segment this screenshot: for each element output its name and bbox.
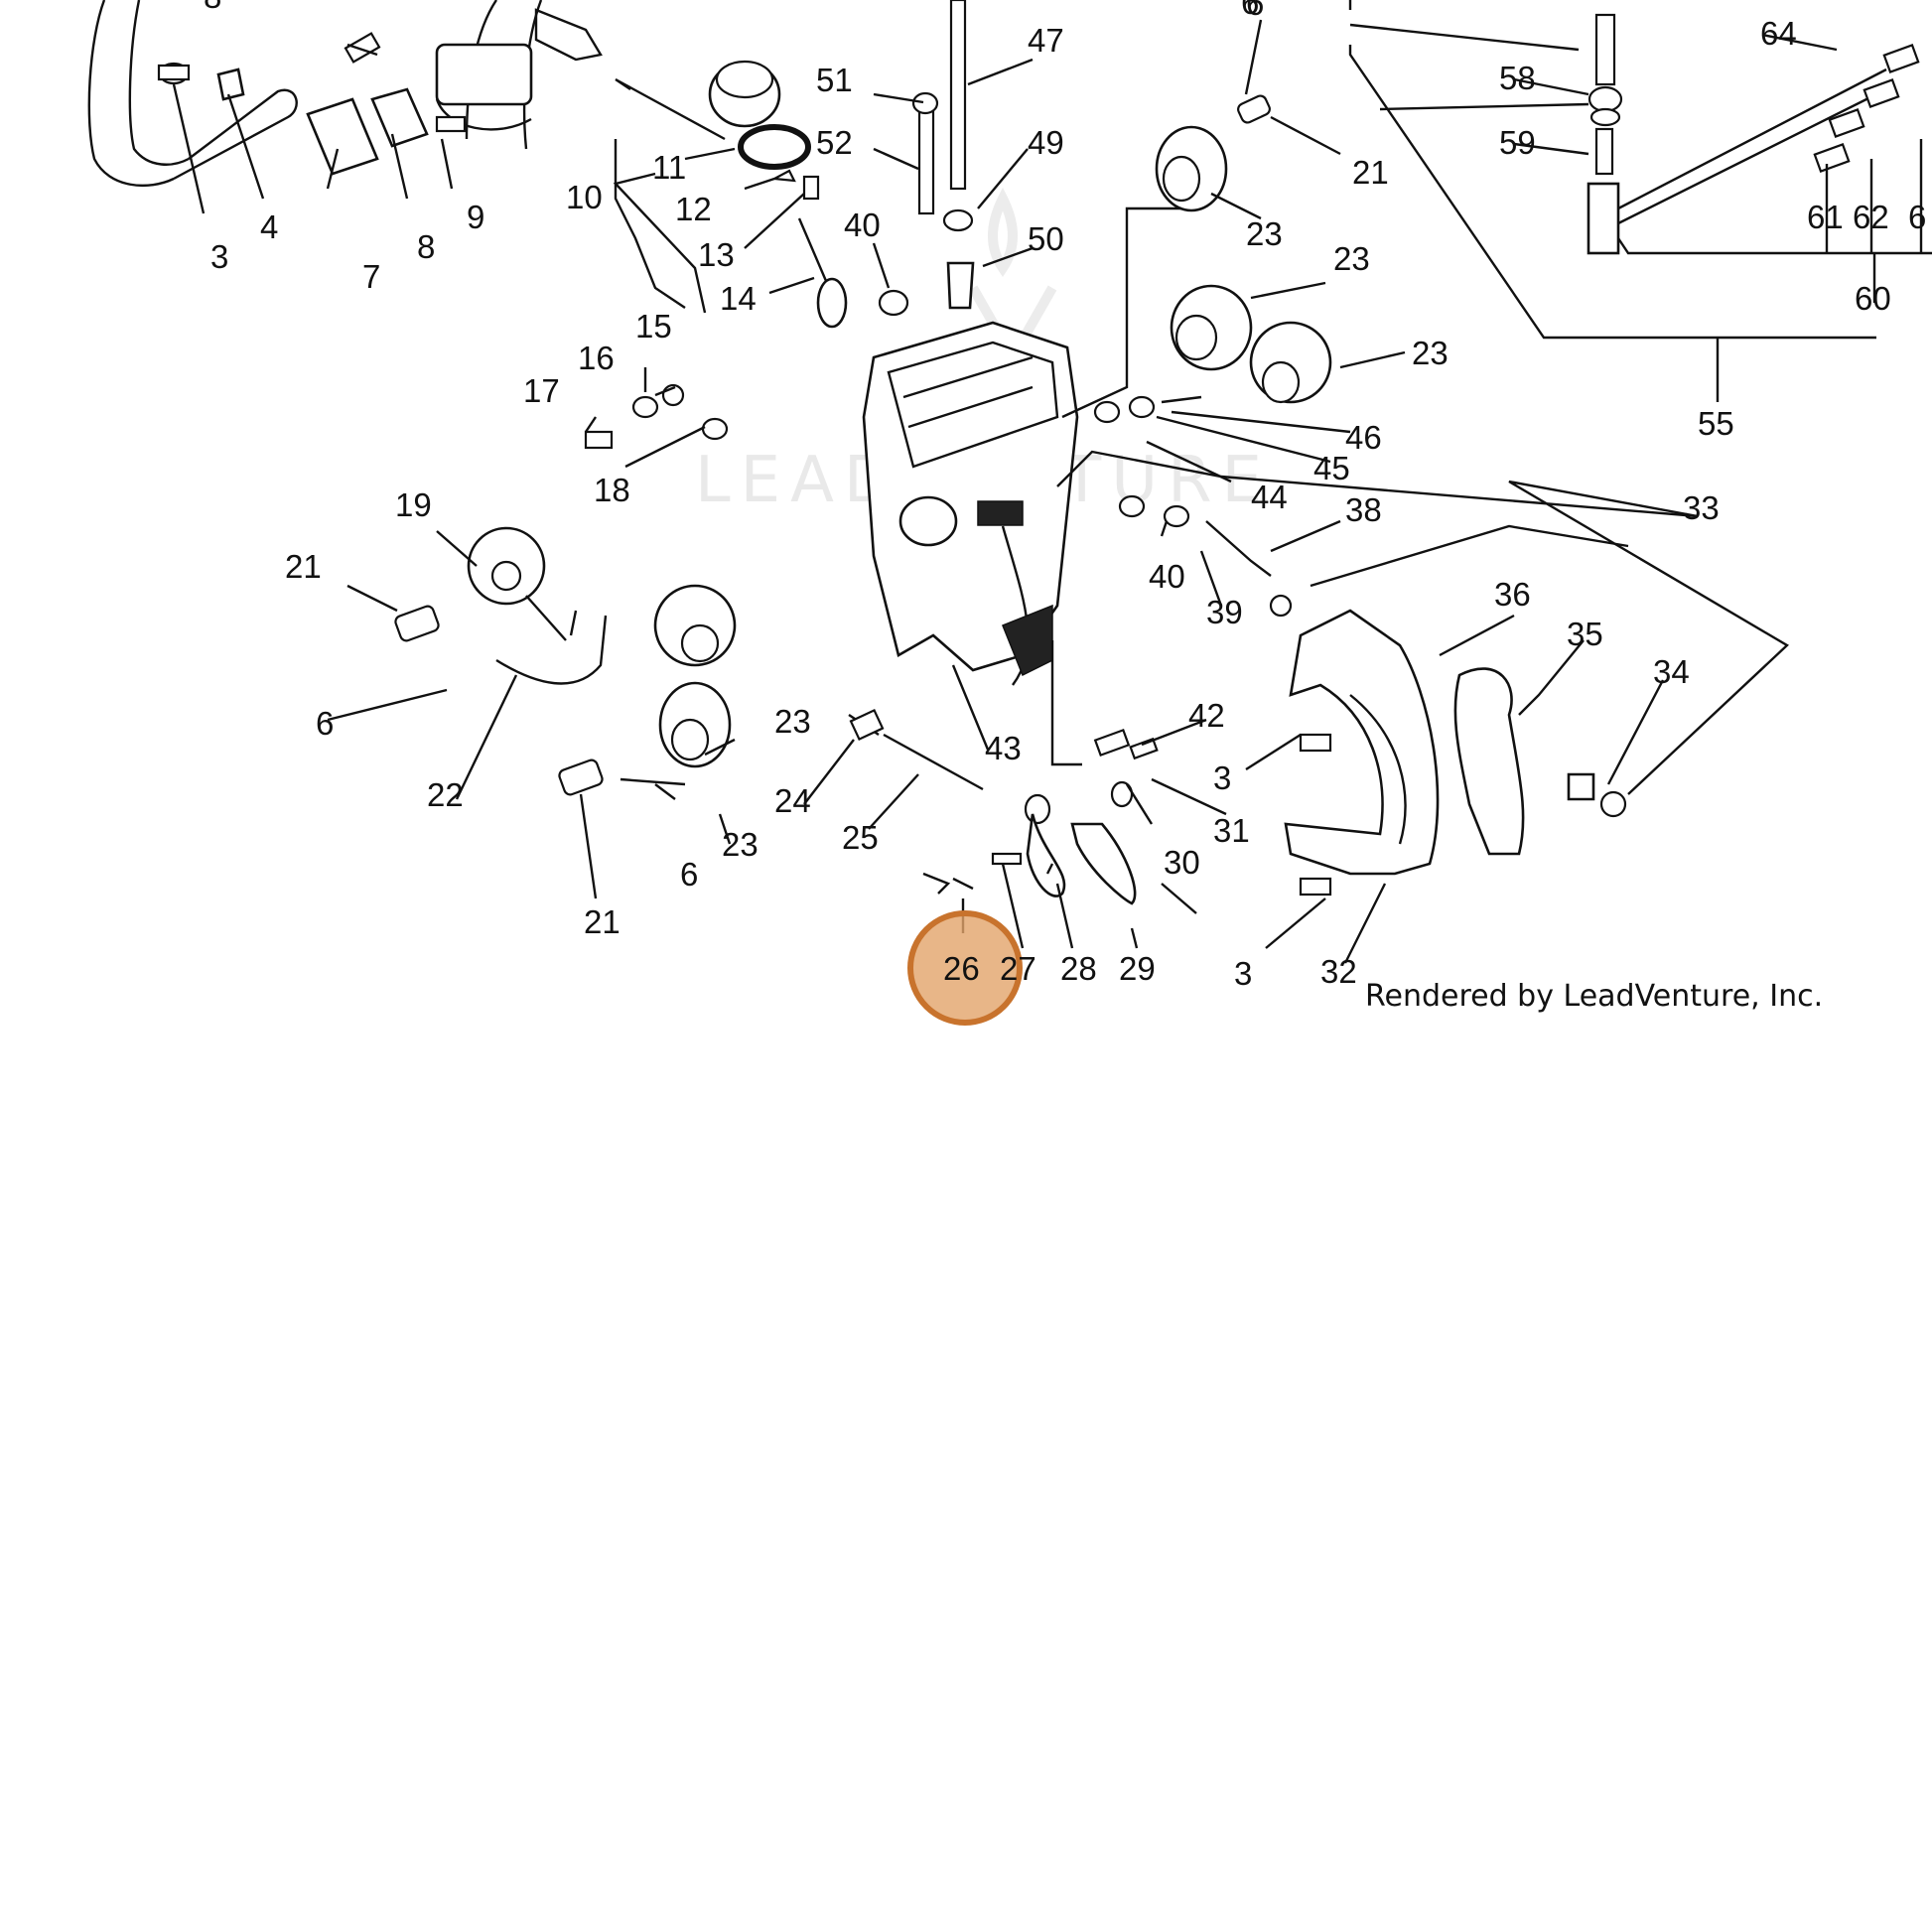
small-hardware	[495, 383, 1332, 905]
callout-label: 52	[816, 124, 853, 161]
callout-label: 24	[774, 782, 811, 819]
callout-label: 38	[1345, 491, 1382, 528]
callout-label: 64	[1760, 15, 1797, 52]
callout-label: 6	[1246, 0, 1264, 22]
highlight-marker	[907, 910, 1023, 1026]
callout-label: 50	[1028, 220, 1064, 257]
callout-label: 13	[698, 236, 735, 273]
callout-label: 12	[675, 191, 712, 227]
callout-label: 49	[1028, 124, 1064, 161]
callout-label: 23	[774, 703, 811, 740]
fuel-cap-group	[708, 60, 848, 329]
callout-label-highlighted: 26	[943, 950, 980, 987]
callout-label: 10	[566, 179, 603, 215]
callout-label: 19	[395, 486, 432, 523]
callout-label: 6	[1908, 199, 1926, 235]
callout-label: 27	[1000, 950, 1036, 987]
callout-labels: 47 51 52 49 50 40 10 11 12 13 14 3 4 7 8…	[204, 0, 1926, 992]
left-hardware	[157, 32, 467, 176]
callout-label: 6	[316, 705, 334, 742]
callout-label: 45	[1313, 450, 1350, 486]
callout-label: 62	[1853, 199, 1889, 235]
callout-label: 23	[1246, 215, 1283, 252]
rear-handle	[1284, 609, 1627, 876]
callout-label: 3	[210, 238, 228, 275]
callout-label: 23	[1333, 240, 1370, 277]
callout-label: 51	[816, 62, 853, 98]
main-housing	[862, 321, 1079, 686]
callout-label: 59	[1499, 124, 1536, 161]
callout-label: 6	[1241, 0, 1259, 21]
callout-label: 23	[1412, 335, 1449, 371]
callout-label: 4	[260, 208, 278, 245]
callout-label: 55	[1698, 405, 1734, 442]
callout-label: 28	[1060, 950, 1097, 987]
callout-label: 21	[285, 548, 322, 585]
callout-label: 21	[1352, 154, 1389, 191]
callout-label: 15	[635, 308, 672, 345]
callout-label: 18	[594, 472, 630, 508]
callout-label: 6	[680, 856, 698, 893]
callout-label: 31	[1213, 812, 1250, 849]
callout-label: 58	[1499, 60, 1536, 96]
callout-label: 22	[427, 776, 464, 813]
callout-label: 11	[652, 149, 686, 186]
callout-label: 14	[720, 280, 757, 317]
callout-label: 8	[417, 228, 435, 265]
callout-label: 8	[204, 0, 221, 15]
callout-label: 46	[1345, 419, 1382, 456]
callout-label: 29	[1119, 950, 1156, 987]
callout-label: 35	[1567, 616, 1603, 652]
callout-label: 42	[1188, 697, 1225, 734]
callout-label: 21	[584, 903, 621, 940]
callout-label: 32	[1320, 953, 1357, 990]
pump-group	[1587, 13, 1920, 255]
callout-label: 23	[722, 826, 759, 863]
callout-label: 34	[1653, 653, 1690, 690]
callout-label: 17	[523, 372, 560, 409]
callout-label: 36	[1494, 576, 1531, 613]
tube-group	[878, 0, 975, 317]
callout-label: 43	[985, 730, 1022, 766]
callout-label: 40	[1149, 558, 1185, 595]
callout-label: 3	[1213, 759, 1231, 796]
callout-label: 40	[844, 207, 881, 243]
callout-label: 61	[1807, 199, 1844, 235]
leader-lines	[172, 0, 1932, 964]
callout-label: 7	[362, 258, 380, 295]
top-left-handle	[87, 0, 603, 188]
credit-text: Rendered by LeadVenture, Inc.	[1365, 979, 1823, 1014]
callout-label: 9	[467, 199, 484, 235]
callout-label: 25	[842, 819, 879, 856]
callout-label: 3	[1234, 955, 1252, 992]
callout-label: 47	[1028, 22, 1064, 59]
callout-label: 16	[578, 340, 615, 376]
callout-label: 39	[1206, 594, 1243, 630]
mounts-and-dampers	[394, 94, 1332, 796]
callout-label: 30	[1164, 844, 1200, 881]
callout-label: 60	[1855, 280, 1891, 317]
callout-label: 33	[1683, 489, 1720, 526]
callout-label: 44	[1251, 479, 1288, 515]
